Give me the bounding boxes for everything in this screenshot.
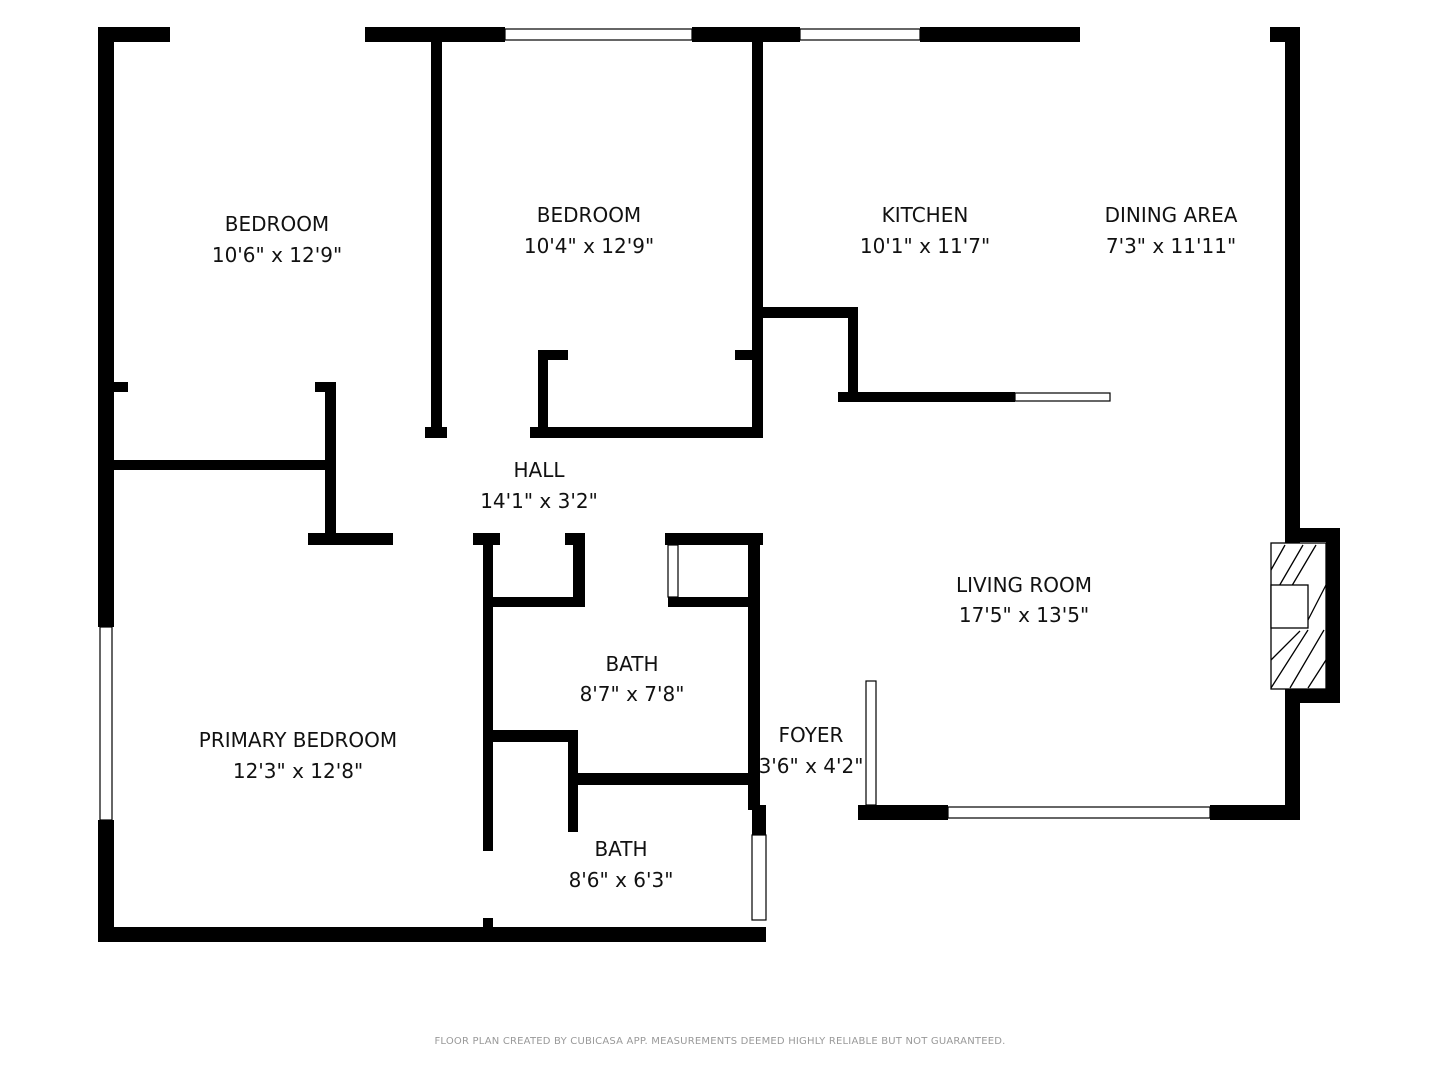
room-name: LIVING ROOM — [956, 573, 1092, 597]
room-size: 17'5" x 13'5" — [959, 603, 1089, 627]
walls — [98, 27, 1340, 942]
room-name: HALL — [513, 458, 565, 482]
room-size: 8'6" x 6'3" — [569, 868, 674, 892]
windows — [99, 28, 1211, 921]
room-size: 8'7" x 7'8" — [580, 682, 685, 706]
room-name: BEDROOM — [537, 203, 641, 227]
room-name: BATH — [605, 652, 658, 676]
fireplace — [1270, 542, 1327, 690]
disclaimer-footer: FLOOR PLAN CREATED BY CUBICASA APP. MEAS… — [434, 1036, 1006, 1047]
room-name: KITCHEN — [882, 203, 969, 227]
room-size: 14'1" x 3'2" — [480, 489, 598, 513]
room-size: 7'3" x 11'11" — [1106, 234, 1236, 258]
room-size: 10'6" x 12'9" — [212, 243, 342, 267]
room-name: PRIMARY BEDROOM — [199, 728, 397, 752]
room-size: 12'3" x 12'8" — [233, 759, 363, 783]
room-name: BATH — [594, 837, 647, 861]
room-size: 3'6" x 4'2" — [759, 754, 864, 778]
room-name: BEDROOM — [225, 212, 329, 236]
room-labels: BEDROOM 10'6" x 12'9" BEDROOM 10'4" x 12… — [199, 203, 1238, 892]
room-size: 10'1" x 11'7" — [860, 234, 990, 258]
room-name: FOYER — [779, 723, 844, 747]
room-name: DINING AREA — [1105, 203, 1238, 227]
room-size: 10'4" x 12'9" — [524, 234, 654, 258]
